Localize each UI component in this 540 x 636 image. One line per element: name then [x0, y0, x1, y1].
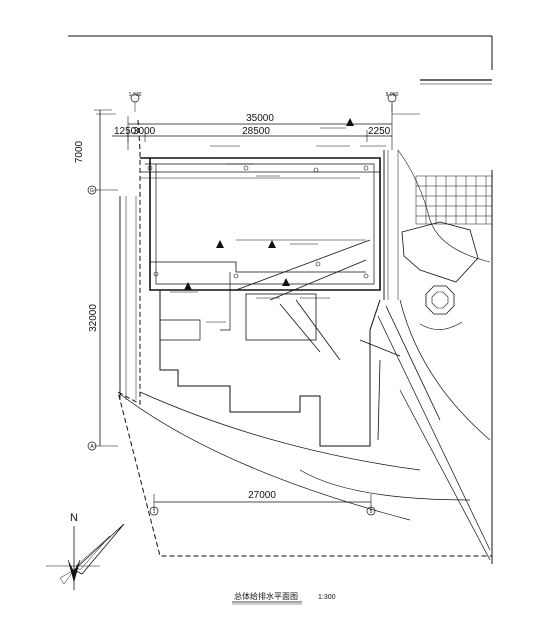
dimension-top-segments: 1250 3000 28500 2250	[112, 126, 392, 142]
water-mains	[119, 150, 399, 400]
dimension-bottom: 27000	[153, 490, 372, 510]
dim-top-mid: 28500	[242, 126, 270, 137]
road-curve	[397, 149, 491, 263]
dim-top-left-b: 3000	[133, 126, 156, 137]
svg-text:1: 1	[153, 509, 156, 515]
dimension-left: 7000 32000	[74, 109, 118, 447]
north-arrow: N	[46, 512, 125, 590]
drawing-scale: 1:300	[318, 594, 336, 601]
dim-left-top: 7000	[74, 140, 85, 163]
pavilion	[419, 285, 463, 330]
grid-bubble-top-left: 1-930	[129, 92, 142, 112]
svg-text:1-930: 1-930	[129, 92, 142, 98]
grid-bubble-top-right: 5-950	[386, 92, 399, 112]
dim-bottom-text: 27000	[248, 490, 276, 501]
svg-text:5-950: 5-950	[386, 92, 399, 98]
dim-top-left-a: 1250	[114, 126, 137, 137]
dim-left-main: 32000	[88, 304, 99, 332]
contour-lines	[119, 299, 491, 561]
fire-hydrant-markers	[184, 118, 354, 290]
annex-outline	[160, 319, 201, 341]
drawing-title: 总体给排水平面图	[234, 591, 298, 601]
manhole-markers	[147, 165, 369, 279]
parking-grid	[415, 175, 493, 225]
grid-bubble-bottom-right: 5	[366, 506, 376, 516]
dim-top-right: 2250	[368, 126, 391, 137]
grid-bubble-left-lower: A	[87, 441, 97, 451]
svg-text:G: G	[90, 188, 94, 194]
grid-bubble-bottom-left: 1	[149, 506, 159, 516]
dim-top-total-text: 35000	[246, 113, 274, 124]
grid-bubble-left-upper: G	[87, 185, 97, 195]
pipe-annotation-marks	[96, 113, 420, 323]
courtyard-outline	[245, 293, 317, 341]
site-boundary	[117, 119, 492, 557]
building-footprint	[159, 290, 381, 447]
north-label: N	[70, 512, 78, 524]
landscape-bed	[401, 221, 479, 283]
svg-text:A: A	[90, 444, 94, 450]
svg-text:5: 5	[370, 509, 373, 515]
diagonal-pipes	[235, 239, 441, 441]
title-block: 总体给排水平面图 1:300	[232, 591, 336, 605]
